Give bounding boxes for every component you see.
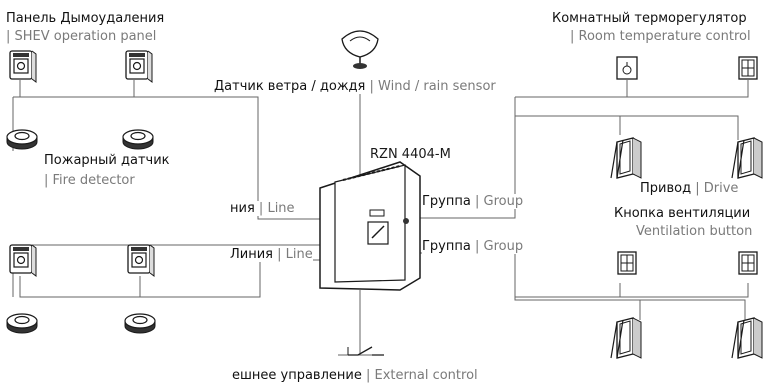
separator: | bbox=[474, 239, 480, 254]
group-upper-en: Group bbox=[483, 194, 524, 209]
drive-label: Привод | Drive bbox=[640, 181, 739, 196]
separator: | bbox=[474, 194, 480, 209]
fire-detector-label-en: | Fire detector bbox=[44, 173, 135, 188]
wind-sensor-label: Датчик ветра / дождя | Wind / rain senso… bbox=[214, 79, 496, 94]
external-control-en: | External control bbox=[366, 368, 478, 383]
external-control-label: ешнее управление | External control bbox=[232, 368, 478, 383]
vent-button-label-en: Ventilation button bbox=[636, 224, 753, 239]
fire-detector-label-ru: Пожарный датчик bbox=[44, 153, 170, 168]
drive-label-en: Drive bbox=[703, 181, 739, 196]
wind-sensor-label-ru: Датчик ветра / дождя bbox=[214, 79, 366, 94]
line-lower-ru: Линия bbox=[230, 247, 273, 262]
controller-model-label: RZN 4404-M bbox=[370, 147, 451, 162]
separator: | bbox=[369, 79, 374, 94]
shev-panel-label-ru: Панель Дымоудаления bbox=[6, 11, 165, 26]
group-lower-label: Группа | Group bbox=[422, 239, 524, 254]
group-upper-label: Группа | Group bbox=[422, 194, 524, 209]
drive-label-ru: Привод bbox=[640, 181, 692, 196]
wind-sensor-label-en: Wind / rain sensor bbox=[378, 79, 496, 94]
line-upper-label: ния | Line bbox=[230, 201, 295, 216]
group-lower-en: Group bbox=[483, 239, 524, 254]
separator: | bbox=[258, 201, 264, 216]
vent-button-label-ru: Кнопка вентиляции bbox=[614, 206, 751, 221]
line-lower-en: Line bbox=[285, 247, 313, 262]
separator: | bbox=[277, 247, 282, 262]
group-upper-ru: Группа bbox=[422, 194, 471, 209]
separator: | bbox=[695, 181, 700, 196]
group-lower-ru: Группа bbox=[422, 239, 471, 254]
line-upper-ru: ния bbox=[230, 201, 255, 216]
shev-panel-label-en: | SHEV operation panel bbox=[6, 29, 157, 44]
controller-box bbox=[319, 161, 421, 291]
room-temp-label-ru: Комнатный терморегулятор bbox=[552, 11, 747, 26]
line-lower-label: Линия | Line bbox=[230, 247, 313, 262]
line-upper-en: Line bbox=[267, 201, 295, 216]
external-control-ru: ешнее управление bbox=[232, 368, 362, 383]
room-temp-label-en: | Room temperature control bbox=[570, 29, 751, 44]
